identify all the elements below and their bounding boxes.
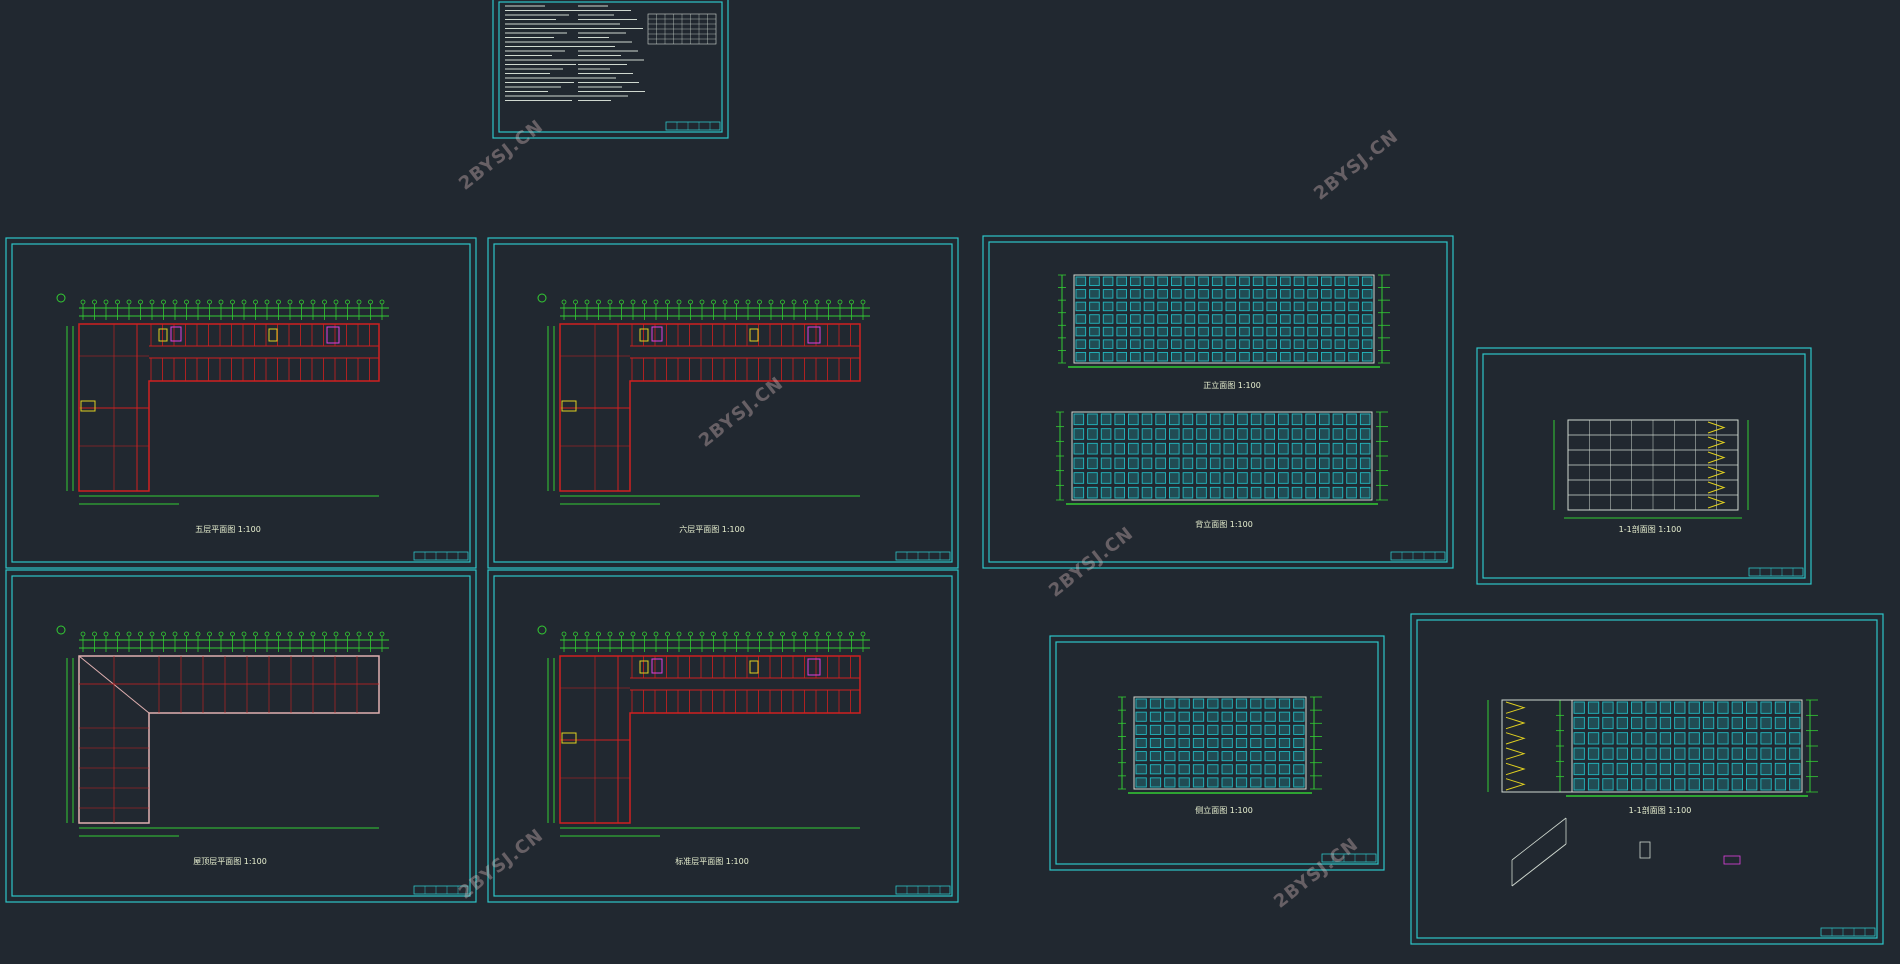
- roof-plan: [56, 625, 389, 837]
- sheet-elevations: [982, 235, 1454, 569]
- side-elevation: [1118, 696, 1322, 794]
- sheet-title-floor-plan-other: 标准层平面图 1:100: [675, 857, 749, 866]
- sheet-title-floor-plan-typical: 五层平面图 1:100: [195, 525, 261, 534]
- sheet-section-1: [1476, 347, 1812, 585]
- floor-plan-typical: [56, 293, 389, 505]
- sheet-title-section-1: 1-1剖面图 1:100: [1618, 525, 1682, 534]
- sheet-floor-plan-typical: [5, 237, 477, 569]
- sheet-design-notes: [492, 0, 729, 139]
- north-elevation: [1056, 411, 1388, 505]
- floor-plan-other: [537, 625, 870, 837]
- south-elevation: [1058, 274, 1390, 368]
- section-2-stair: [1487, 699, 1741, 887]
- sheet-title-section-2: 1-1剖面图 1:100: [1628, 806, 1692, 815]
- design-notes-text: [505, 5, 717, 101]
- sheet-floor-plan-other: [487, 569, 959, 903]
- sheet-floor-plan-six: [487, 237, 959, 569]
- section-2-facade: [1556, 699, 1818, 797]
- sheet-section-2: [1410, 613, 1884, 945]
- sheet-title-north-elevation: 背立面图 1:100: [1195, 520, 1253, 529]
- floor-plan-six: [537, 293, 870, 505]
- sheet-title-roof-plan: 屋顶层平面图 1:100: [193, 857, 267, 866]
- sheet-title-south-elevation: 正立面图 1:100: [1203, 381, 1261, 390]
- sheet-title-side-elevation: 侧立面图 1:100: [1195, 806, 1253, 815]
- section-1-drawing: [1553, 419, 1749, 519]
- sheet-roof-plan: [5, 569, 477, 903]
- sheet-title-floor-plan-six: 六层平面图 1:100: [679, 525, 745, 534]
- sheet-side-elevation: [1049, 635, 1385, 871]
